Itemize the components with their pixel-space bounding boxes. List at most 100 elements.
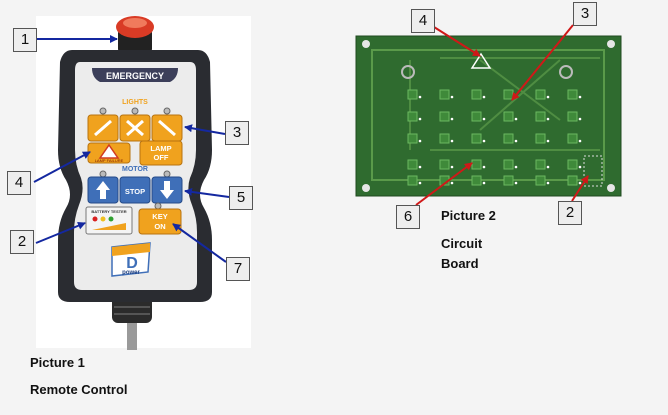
pcb-outline-trace — [371, 49, 605, 181]
pcb-solder-dot — [546, 165, 550, 169]
pcb-solder-dot — [546, 95, 550, 99]
lamp-failure-indicator: LAMP FAILURE — [87, 142, 131, 164]
stop-label: STOP — [125, 187, 145, 196]
pcb-solder-dot — [514, 139, 518, 143]
pcb-solder-dot — [482, 117, 486, 121]
pcb-pad — [535, 159, 546, 170]
key-line1: KEY — [152, 212, 167, 221]
battery-level-ramp — [92, 223, 126, 230]
pcb-pad — [407, 111, 418, 122]
pcb-solder-dot — [514, 165, 518, 169]
mounting-hole — [362, 40, 370, 48]
pcb-solder-dot — [418, 95, 422, 99]
arrow-pcb-6 — [415, 162, 473, 206]
callout-4: 4 — [7, 171, 31, 195]
pcb-solder-dot — [418, 165, 422, 169]
pcb-solder-dot — [578, 165, 582, 169]
pcb-solder-dot — [418, 139, 422, 143]
lamp-off-button: LAMP OFF — [139, 140, 183, 166]
pcb-pad — [567, 89, 578, 100]
key-line2: ON — [154, 222, 165, 231]
pcb-pad — [407, 175, 418, 186]
key-on-button: KEY ON — [138, 208, 182, 235]
remote-control: EMERGENCY LIGHTS LAMP FAILURE L — [58, 16, 212, 350]
motor-label: MOTOR — [122, 166, 148, 173]
pcb-pad — [471, 175, 482, 186]
arrow-7 — [172, 223, 227, 263]
motor-down-button — [151, 176, 183, 204]
pcb-solder-dot — [578, 181, 582, 185]
pcb-solder-dot — [482, 165, 486, 169]
lights-right-button — [151, 114, 183, 142]
picture-2-subcaption-line1: Circuit — [441, 236, 483, 251]
led-indicator — [154, 202, 162, 210]
pcb-solder-dot — [450, 95, 454, 99]
pcb-pad — [439, 159, 450, 170]
emergency-label: EMERGENCY — [106, 71, 164, 81]
pcb-pad — [439, 111, 450, 122]
callout-3: 3 — [225, 121, 249, 145]
pcb-pad — [407, 89, 418, 100]
arrow-down-icon — [160, 181, 174, 199]
callout-2: 2 — [10, 230, 34, 254]
pcb-pad — [503, 133, 514, 144]
pcb-solder-dot — [546, 139, 550, 143]
logo-word: power — [122, 270, 140, 276]
callout-pcb-2: 2 — [558, 201, 582, 225]
led-indicator — [163, 170, 171, 178]
pcb-pad — [503, 89, 514, 100]
arrow-pcb-3 — [511, 24, 574, 101]
callout-pcb-3: 3 — [573, 2, 597, 26]
pcb-pad — [567, 159, 578, 170]
mounting-hole — [607, 184, 615, 192]
connector-header — [583, 155, 603, 187]
pcb-solder-dot — [450, 117, 454, 121]
pcb-pad — [535, 111, 546, 122]
pcb-pad — [503, 175, 514, 186]
arrow-5 — [184, 187, 230, 198]
pcb-solder-dot — [450, 181, 454, 185]
pcb-pad — [535, 89, 546, 100]
lamp-off-line1: LAMP — [150, 144, 171, 153]
pcb-solder-dot — [578, 117, 582, 121]
lights-all-off-button — [119, 114, 151, 142]
arrow-4 — [33, 151, 91, 183]
emergency-header — [92, 68, 178, 82]
pcb-pad — [471, 133, 482, 144]
pcb-solder-dot — [482, 139, 486, 143]
led-indicator — [131, 107, 139, 115]
picture-2-subcaption-line2: Board — [441, 256, 479, 271]
picture-1-caption: Picture 1 — [30, 355, 85, 370]
pcb-pad-grid — [407, 89, 582, 186]
led-indicator — [99, 170, 107, 178]
pcb-solder-dot — [450, 139, 454, 143]
arrow-up-icon — [96, 181, 110, 199]
pcb-pad — [439, 133, 450, 144]
lights-left-button — [87, 114, 119, 142]
battery-tester: BATTERY TESTER — [85, 206, 133, 235]
warning-triangle-icon — [470, 52, 492, 69]
arrow-pcb-4 — [433, 26, 481, 57]
pcb-pad — [567, 111, 578, 122]
pcb-pad — [471, 159, 482, 170]
pcb-board — [355, 35, 622, 197]
motor-stop-button: STOP — [119, 176, 151, 204]
arrow-2 — [35, 221, 86, 244]
emergency-stop-knob — [116, 16, 154, 52]
pcb-solder-dot — [418, 117, 422, 121]
battery-led-yellow — [100, 216, 106, 222]
led-indicator — [99, 107, 107, 115]
pcb-solder-dot — [514, 181, 518, 185]
pcb-pad — [503, 111, 514, 122]
cable — [127, 320, 137, 350]
circuit-board — [355, 35, 622, 197]
pcb-solder-dot — [482, 181, 486, 185]
picture-1-subcaption: Remote Control — [30, 382, 128, 397]
pcb-pad — [503, 159, 514, 170]
pcb-solder-dot — [578, 95, 582, 99]
pcb-component — [559, 65, 573, 79]
pcb-pad — [567, 175, 578, 186]
pcb-pad — [407, 133, 418, 144]
pcb-pad — [535, 175, 546, 186]
pcb-traces — [409, 57, 600, 151]
